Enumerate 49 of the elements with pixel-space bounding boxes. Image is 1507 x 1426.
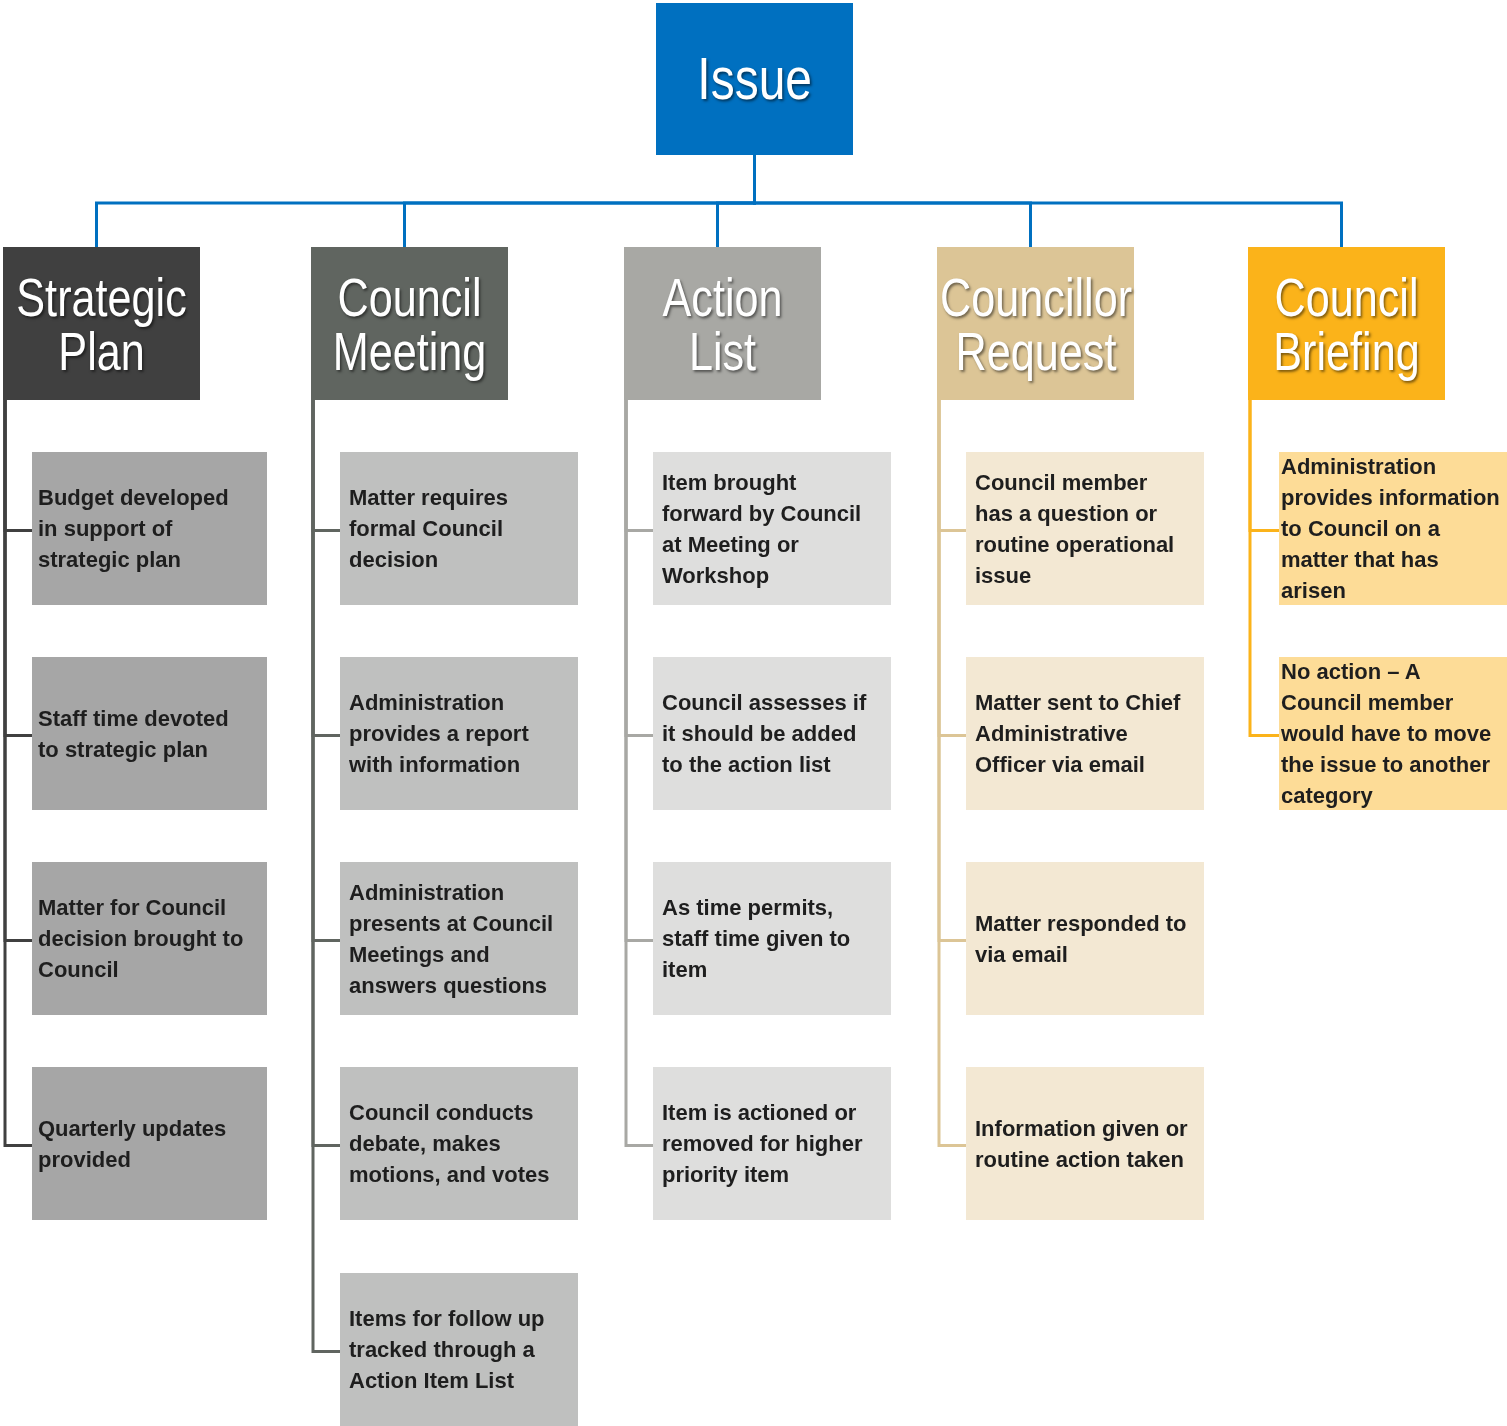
connector-line (624, 400, 653, 1147)
step-text: As time permits, staff time given to item (662, 894, 852, 984)
step-text: Quarterly updates provided (38, 1114, 228, 1174)
step-box (653, 862, 891, 1015)
category-title: Action List (661, 269, 784, 378)
step-box (32, 862, 267, 1015)
category-box (1248, 247, 1445, 400)
step-text: Matter for Council decision brought to Council (38, 894, 245, 984)
step-text: Administration provides information to Council on a matter that has arisen (1281, 453, 1501, 605)
category-box (311, 247, 508, 400)
step-text: Administration provides a report with information (349, 689, 530, 779)
category-box (3, 247, 200, 400)
step-box (966, 862, 1204, 1015)
connector-line (937, 400, 966, 1147)
step-text: Matter sent to Chief Administrative Officer via email (975, 689, 1182, 779)
step-text: Items for follow up tracked through a Action Item List (349, 1305, 546, 1395)
category-box (937, 247, 1134, 400)
category-box (624, 247, 821, 400)
step-text: Council assesses if it should be added to the action list (662, 689, 868, 779)
connector-line (1248, 400, 1279, 737)
step-box (32, 1067, 267, 1220)
step-box (32, 452, 267, 605)
step-box (340, 862, 578, 1015)
step-box (653, 1067, 891, 1220)
step-text: Item brought forward by Council at Meeting or Workshop (662, 468, 863, 590)
step-text: Administration presents at Council Meetings and answers questions (349, 878, 555, 1000)
step-box (340, 657, 578, 810)
step-box (966, 657, 1204, 810)
step-text: Matter responded to via email (975, 909, 1188, 969)
step-text: Matter requires formal Council decision (349, 484, 509, 574)
step-box (32, 657, 267, 810)
step-box (340, 1067, 578, 1220)
step-text: Budget developed in support of strategic plan (38, 484, 230, 574)
step-text: Council member has a question or routine operational issue (975, 468, 1176, 590)
root-box (656, 3, 853, 155)
step-text: No action – A Council member would have to move the issue to another category (1281, 658, 1493, 810)
root-title: Issue (697, 49, 812, 109)
step-text: Council conducts debate, makes motions, and votes (349, 1099, 551, 1189)
step-box (966, 1067, 1204, 1220)
category-title: Strategic Plan (16, 269, 187, 378)
step-box (653, 452, 891, 605)
step-text: Item is actioned or removed for higher priority item (662, 1099, 864, 1189)
step-text: Information given or routine action taken (975, 1114, 1189, 1174)
step-box (340, 452, 578, 605)
step-box (340, 1273, 578, 1426)
step-box (653, 657, 891, 810)
step-text: Staff time devoted to strategic plan (38, 704, 230, 764)
connector-line (3, 400, 32, 1147)
step-box (966, 452, 1204, 605)
